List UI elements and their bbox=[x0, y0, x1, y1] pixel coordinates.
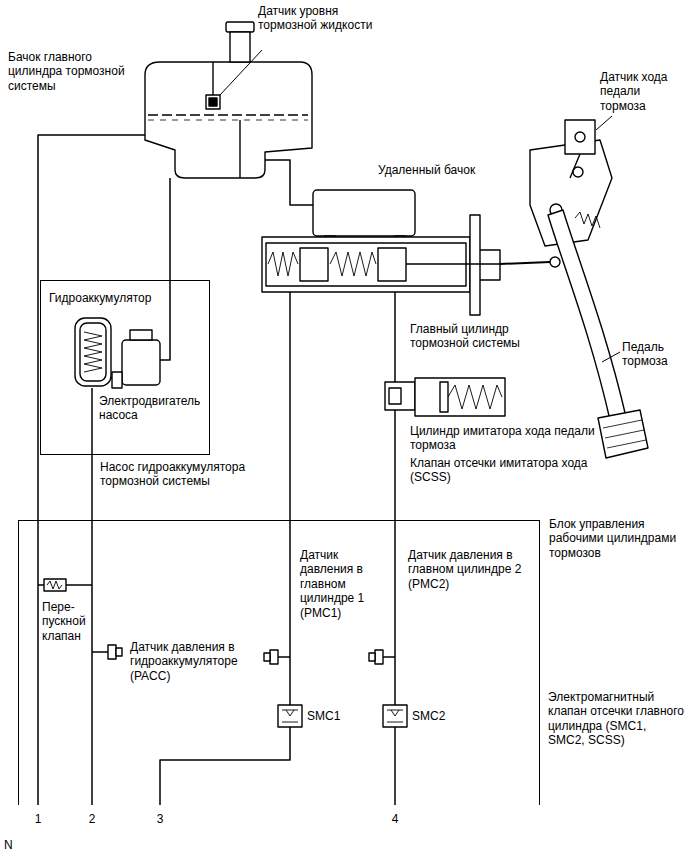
drawing-stroke bbox=[383, 705, 407, 727]
drawing-stroke bbox=[313, 190, 415, 236]
sensor-label: Датчик давления в главном цилиндре 1 (PM… bbox=[300, 548, 388, 620]
callout-number: 3 bbox=[157, 812, 164, 826]
drawing-stroke bbox=[116, 648, 122, 656]
signal-name: SMC1 bbox=[307, 709, 340, 723]
brake-pedal bbox=[500, 120, 648, 458]
drawing-stroke bbox=[239, 120, 240, 178]
callout-number: 4 bbox=[392, 812, 399, 826]
sensor-label: Датчик давления в главном цилиндре 2 (PM… bbox=[408, 548, 528, 591]
node-text: Электродвигатель насоса bbox=[99, 394, 209, 423]
drawing-stroke bbox=[160, 178, 170, 360]
drawing-stroke bbox=[330, 252, 376, 276]
leader-line bbox=[596, 116, 612, 130]
solenoid-valve bbox=[278, 705, 407, 727]
bypass-valve bbox=[44, 579, 66, 591]
drawing-stroke bbox=[385, 382, 415, 410]
drawing-stroke bbox=[575, 132, 585, 142]
leader-line bbox=[602, 352, 620, 362]
drawing-stroke bbox=[565, 120, 595, 154]
drawing-stroke bbox=[570, 154, 580, 178]
drawing-stroke bbox=[300, 248, 328, 281]
part-label: Бачок главного цилиндра тормозной систем… bbox=[8, 50, 143, 93]
master-reservoir bbox=[145, 22, 312, 178]
drawing-stroke bbox=[268, 252, 298, 276]
drawing-stroke bbox=[270, 650, 278, 664]
remote-reservoir bbox=[313, 190, 415, 242]
drawing-stroke bbox=[278, 705, 302, 727]
drawing-stroke bbox=[470, 215, 480, 315]
drawing-stroke bbox=[264, 653, 270, 661]
pump-housing-box: ГидроаккумуляторЭлектродвигатель насоса bbox=[40, 280, 210, 455]
drawing-stroke bbox=[406, 263, 500, 264]
drawing-stroke bbox=[44, 579, 66, 591]
drawing-stroke bbox=[265, 160, 313, 205]
node-heading: Гидроаккумулятор bbox=[49, 291, 167, 305]
drawing-stroke bbox=[112, 372, 122, 388]
stroke-simulator bbox=[385, 378, 505, 416]
drawing-stroke bbox=[387, 710, 403, 722]
node-heading: Блок управления рабочими цилиндрами торм… bbox=[549, 517, 687, 560]
figure-mark: N bbox=[4, 838, 13, 852]
drawing-stroke bbox=[91, 388, 93, 455]
master-cylinder bbox=[262, 215, 500, 315]
drawing-stroke bbox=[480, 250, 500, 280]
pipe-connector bbox=[91, 455, 93, 520]
accumulator-pump bbox=[75, 318, 160, 388]
drawing-stroke bbox=[500, 262, 550, 264]
drawing-stroke bbox=[92, 651, 108, 653]
part-label: Педаль тормоза bbox=[622, 340, 686, 369]
valve-label: Пере- пускной клапан bbox=[42, 600, 90, 643]
drawing-stroke bbox=[575, 212, 600, 228]
sensor-label: Датчик уровня тормозной жидкости bbox=[258, 4, 378, 33]
drawing-stroke bbox=[206, 95, 220, 109]
drawing-stroke bbox=[130, 330, 152, 340]
part-label: Главный цилиндр тормозной системы bbox=[410, 322, 550, 351]
drawing-stroke bbox=[148, 114, 308, 115]
callout-number: 1 bbox=[35, 812, 42, 826]
drawing-stroke bbox=[598, 410, 648, 458]
drawing-stroke bbox=[394, 727, 396, 805]
drawing-stroke bbox=[212, 62, 213, 95]
drawing-stroke bbox=[84, 332, 102, 372]
drawing-stroke bbox=[91, 520, 93, 805]
drawing-stroke bbox=[394, 292, 396, 705]
drawing-stroke bbox=[209, 98, 217, 106]
drawing-stroke bbox=[289, 292, 291, 705]
drawing-stroke bbox=[440, 382, 448, 412]
drawing-stroke bbox=[548, 210, 626, 420]
part-label: Удаленный бачок bbox=[378, 163, 528, 177]
leader-line bbox=[220, 50, 262, 95]
drawing-stroke bbox=[282, 710, 298, 722]
drawing-stroke bbox=[80, 323, 106, 381]
valve-label: Клапан отсечки имитатора хода (SCSS) bbox=[410, 456, 610, 485]
drawing-stroke bbox=[278, 656, 290, 658]
drawing-stroke bbox=[230, 32, 250, 62]
drawing-stroke bbox=[148, 120, 308, 121]
drawing-stroke bbox=[389, 388, 401, 404]
signal-name: SMC2 bbox=[412, 709, 445, 723]
drawing-stroke bbox=[122, 340, 160, 385]
drawing-stroke bbox=[108, 645, 116, 659]
drawing-stroke bbox=[369, 653, 375, 661]
part-label: Насос гидроаккумулятора тормозной систем… bbox=[100, 460, 300, 489]
drawing-stroke bbox=[226, 22, 254, 32]
drawing-stroke bbox=[47, 581, 62, 589]
sensor-label: Датчик хода педали тормоза bbox=[600, 70, 686, 113]
drawing-stroke bbox=[378, 248, 406, 281]
drawing-stroke bbox=[160, 727, 290, 805]
valve-label: Электромагнитный клапан отсечки главного… bbox=[548, 690, 686, 748]
drawing-stroke bbox=[448, 385, 502, 409]
drawing-stroke bbox=[550, 257, 560, 267]
callout-number: 2 bbox=[89, 812, 96, 826]
drawing-stroke bbox=[375, 650, 383, 664]
drawing-stroke bbox=[530, 140, 612, 246]
drawing-stroke bbox=[75, 318, 111, 386]
drawing-stroke bbox=[415, 378, 505, 416]
drawing-stroke bbox=[383, 656, 395, 658]
sensor-label: Датчик давления в гидроаккумуляторе (PAC… bbox=[130, 640, 252, 683]
drawing-stroke bbox=[603, 420, 646, 448]
part-label: Цилиндр имитатора хода педали тормоза bbox=[410, 424, 600, 453]
